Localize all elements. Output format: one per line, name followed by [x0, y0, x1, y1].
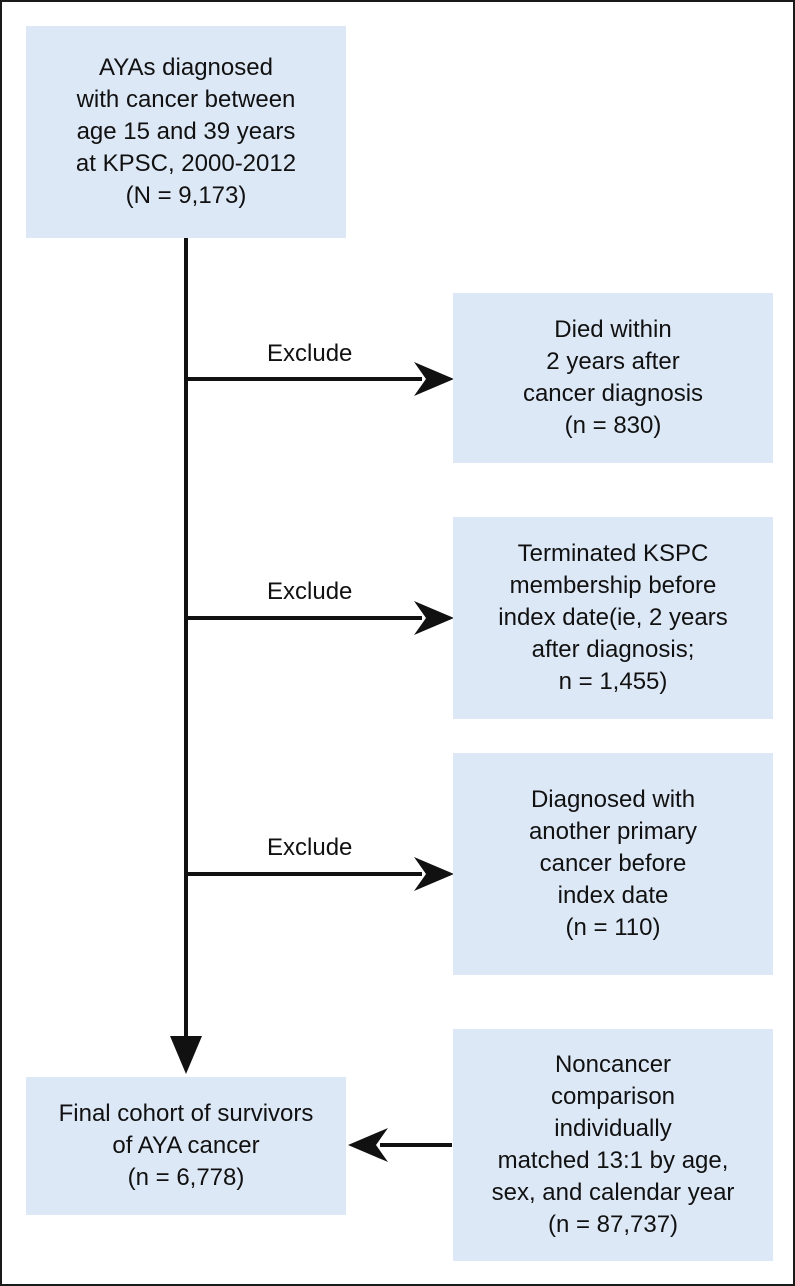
- arrowhead-exclude-3: [414, 857, 454, 891]
- exclusion-box-died: Died within 2 years after cancer diagnos…: [453, 293, 773, 463]
- final-cohort-line: Final cohort of survivors: [58, 1100, 314, 1127]
- arrowhead-down-to-final: [170, 1036, 202, 1074]
- final-cohort-line: (n = 6,778): [127, 1164, 245, 1191]
- exclusion-box-line: Died within: [554, 316, 672, 343]
- arrowhead-exclude-1: [414, 362, 454, 396]
- arrowhead-to-final: [348, 1128, 388, 1162]
- exclusion-box-line: Diagnosed with: [530, 786, 696, 813]
- exclusion-box-another-primary: Diagnosed with another primary cancer be…: [453, 753, 773, 975]
- comparison-line: Noncancer: [554, 1051, 672, 1078]
- comparison-line: sex, and calendar year: [491, 1179, 735, 1206]
- exclude-label-3: Exclude: [267, 834, 353, 861]
- comparison-line: (n = 87,737): [547, 1211, 679, 1238]
- exclusion-box-line: (n = 110): [565, 914, 661, 941]
- start-box-line: at KPSC, 2000-2012: [75, 150, 297, 177]
- comparison-line: individually: [554, 1115, 672, 1142]
- exclusion-box-line: index date: [557, 882, 669, 909]
- exclusion-box-line: cancer diagnosis: [522, 380, 704, 407]
- exclusion-box-line: membership before: [509, 572, 717, 599]
- exclusion-box-line: 2 years after: [546, 348, 680, 375]
- exclusion-box-line: another primary: [528, 818, 698, 845]
- exclude-label-1: Exclude: [267, 340, 353, 367]
- final-cohort-line: of AYA cancer: [112, 1132, 260, 1159]
- exclusion-box-line: after diagnosis;: [531, 636, 695, 663]
- exclusion-box-line: n = 1,455): [558, 668, 668, 695]
- comparison-line: comparison: [550, 1083, 676, 1110]
- arrowhead-exclude-2: [414, 601, 454, 635]
- comparison-box: Noncancer comparison individually matche…: [453, 1029, 773, 1261]
- comparison-line: matched 13:1 by age,: [497, 1147, 729, 1174]
- start-box: AYAs diagnosed with cancer between age 1…: [26, 26, 346, 238]
- exclude-label-2: Exclude: [267, 578, 353, 605]
- exclusion-box-line: cancer before: [539, 850, 687, 877]
- start-box-line: (N = 9,173): [125, 182, 247, 209]
- start-box-line: with cancer between: [76, 86, 296, 113]
- exclusion-box-terminated: Terminated KSPC membership before index …: [453, 517, 773, 719]
- start-box-line: age 15 and 39 years: [76, 118, 296, 145]
- exclusion-box-line: index date(ie, 2 years: [498, 604, 728, 631]
- final-cohort-box: Final cohort of survivors of AYA cancer …: [26, 1077, 346, 1215]
- start-box-line: AYAs diagnosed: [99, 54, 273, 81]
- exclusion-box-line: Terminated KSPC: [517, 540, 709, 567]
- exclusion-box-line: (n = 830): [564, 412, 662, 439]
